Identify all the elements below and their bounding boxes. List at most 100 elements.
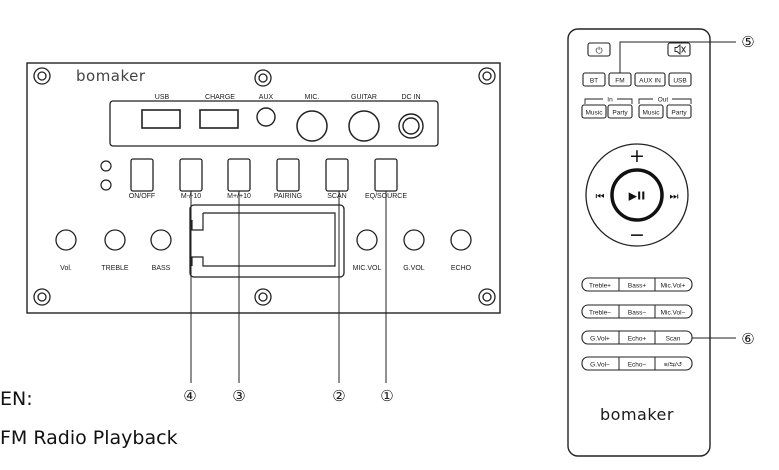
panel-outline bbox=[26, 62, 501, 314]
out-music-label: Music bbox=[643, 110, 661, 117]
gvol-label: G.VOL bbox=[403, 265, 425, 272]
remote-row-1: Treble+ Bass+ Mic.Vol+ bbox=[581, 277, 693, 292]
remote-row-3: G.Vol+ Echo+ Scan bbox=[581, 330, 693, 345]
treble-label: TREBLE bbox=[101, 265, 129, 272]
m-plus-button[interactable] bbox=[227, 158, 251, 192]
dcin-port-label: DC IN bbox=[401, 94, 420, 101]
aux-port-label: AUX bbox=[259, 94, 274, 101]
guitar-jack[interactable] bbox=[348, 110, 380, 142]
out-music-button[interactable] bbox=[638, 104, 664, 119]
panel-screw-icon bbox=[33, 288, 51, 306]
pairing-label: PAIRING bbox=[274, 193, 302, 200]
bass-plus-button[interactable]: Bass+ bbox=[628, 283, 646, 290]
power-icon: ⏻ bbox=[595, 46, 602, 57]
charge-port[interactable] bbox=[199, 109, 239, 129]
row-1-frame bbox=[581, 277, 693, 292]
callout-2: ② bbox=[332, 387, 345, 405]
play-pause-icon: ▶II bbox=[629, 190, 646, 203]
micvol-minus-button[interactable]: Mic.Vol− bbox=[661, 310, 686, 317]
m-minus-button[interactable] bbox=[179, 158, 203, 192]
onoff-label: ON/OFF bbox=[129, 193, 155, 200]
aux-jack[interactable] bbox=[256, 107, 276, 127]
callout-4: ④ bbox=[183, 387, 196, 405]
scan-label: SCAN bbox=[327, 193, 346, 200]
remote-brand: bomaker bbox=[600, 405, 674, 424]
in-party-label: Party bbox=[612, 110, 628, 117]
mute-icon bbox=[674, 44, 686, 55]
power-button[interactable] bbox=[587, 42, 611, 57]
scan-remote-button[interactable]: Scan bbox=[666, 336, 681, 343]
echo-plus-button[interactable]: Echo+ bbox=[628, 336, 647, 343]
callout-3: ③ bbox=[232, 387, 245, 405]
callout-leaders bbox=[190, 191, 387, 383]
repeat-mode-button[interactable]: ≡/⇆/↺ bbox=[664, 362, 683, 369]
onoff-button[interactable] bbox=[130, 158, 154, 192]
mic-port-label: MIC. bbox=[305, 94, 320, 101]
volume-up-button[interactable]: + bbox=[629, 145, 645, 167]
mute-button[interactable] bbox=[667, 42, 691, 57]
usb-button[interactable] bbox=[668, 72, 692, 87]
port-strip bbox=[109, 100, 439, 147]
caption-title: FM Radio Playback bbox=[0, 427, 178, 449]
out-group-label: Out bbox=[658, 97, 669, 104]
play-pause-button[interactable] bbox=[610, 168, 664, 222]
dpad-ring bbox=[585, 143, 689, 247]
mode-group-brackets bbox=[584, 98, 692, 104]
bt-label: BT bbox=[590, 78, 598, 85]
display-frame bbox=[189, 204, 345, 278]
previous-track-icon[interactable]: ⏮ bbox=[596, 192, 605, 203]
out-party-button[interactable] bbox=[666, 104, 692, 119]
in-party-button[interactable] bbox=[607, 104, 633, 119]
callout-6: ⑥ bbox=[741, 330, 754, 348]
pairing-button[interactable] bbox=[276, 158, 300, 192]
indicator-led bbox=[100, 179, 112, 191]
usb-label: USB bbox=[673, 78, 686, 85]
remote-callout-leaders bbox=[619, 41, 736, 339]
panel-screw-icon bbox=[478, 67, 496, 85]
remote-row-4: G.Vol− Echo− ≡/⇆/↺ bbox=[581, 356, 693, 371]
scan-button[interactable] bbox=[325, 158, 349, 192]
bass-label: BASS bbox=[152, 265, 171, 272]
echo-knob[interactable] bbox=[450, 229, 472, 251]
aux-in-button[interactable] bbox=[634, 72, 666, 87]
volume-down-button[interactable]: − bbox=[629, 224, 645, 246]
micvol-plus-button[interactable]: Mic.Vol+ bbox=[661, 283, 686, 290]
usb-port-label: USB bbox=[155, 94, 170, 101]
vol-label: Vol. bbox=[60, 265, 72, 272]
gvol-knob[interactable] bbox=[403, 229, 425, 251]
out-party-label: Party bbox=[671, 110, 687, 117]
remote-body bbox=[567, 28, 711, 457]
treble-plus-button[interactable]: Treble+ bbox=[589, 283, 611, 290]
panel-brand: bomaker bbox=[76, 67, 146, 85]
eq-source-button[interactable] bbox=[374, 158, 398, 192]
micvol-label: MIC.VOL bbox=[353, 265, 382, 272]
fm-label: FM bbox=[615, 78, 624, 85]
caption-language: EN: bbox=[0, 388, 33, 410]
next-track-icon[interactable]: ⏭ bbox=[670, 192, 679, 203]
bass-minus-button[interactable]: Bass− bbox=[628, 310, 646, 317]
bt-button[interactable] bbox=[582, 72, 606, 87]
in-music-button[interactable] bbox=[581, 104, 607, 119]
in-group-label: In bbox=[607, 97, 613, 104]
guitar-port-label: GUITAR bbox=[351, 94, 377, 101]
dcin-jack[interactable] bbox=[398, 113, 424, 139]
mic-jack[interactable] bbox=[296, 110, 328, 142]
usb-port[interactable] bbox=[141, 109, 181, 129]
remote-control: ⏻ BT FM AUX IN USB In Out Music bbox=[567, 28, 711, 457]
vol-knob[interactable] bbox=[55, 229, 77, 251]
micvol-knob[interactable] bbox=[356, 229, 378, 251]
aux-in-label: AUX IN bbox=[639, 78, 661, 85]
echo-minus-button[interactable]: Echo− bbox=[628, 362, 647, 369]
indicator-led bbox=[100, 160, 112, 172]
row-4-frame bbox=[581, 356, 693, 371]
panel-screw-icon bbox=[254, 69, 272, 87]
gvol-minus-button[interactable]: G.Vol− bbox=[590, 362, 610, 369]
bass-knob[interactable] bbox=[150, 229, 172, 251]
treble-knob[interactable] bbox=[104, 229, 126, 251]
lcd-screen bbox=[191, 212, 336, 267]
remote-row-2: Treble− Bass− Mic.Vol− bbox=[581, 304, 693, 319]
row-2-frame bbox=[581, 304, 693, 319]
source-button-row: BT FM AUX IN USB bbox=[582, 72, 692, 87]
gvol-plus-button[interactable]: G.Vol+ bbox=[590, 336, 610, 343]
treble-minus-button[interactable]: Treble− bbox=[589, 310, 611, 317]
